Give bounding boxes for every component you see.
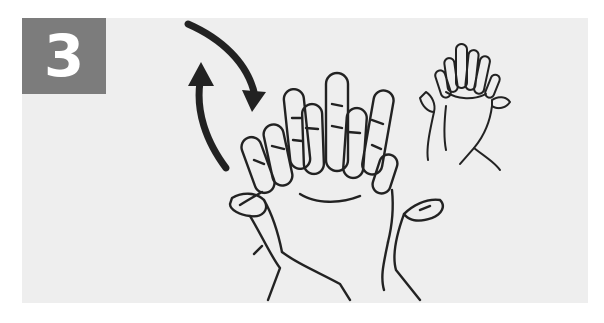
interlaced-hands-icon bbox=[230, 73, 443, 300]
rotate-arrows-icon bbox=[188, 24, 266, 168]
interlaced-hands-small-icon bbox=[420, 44, 510, 170]
